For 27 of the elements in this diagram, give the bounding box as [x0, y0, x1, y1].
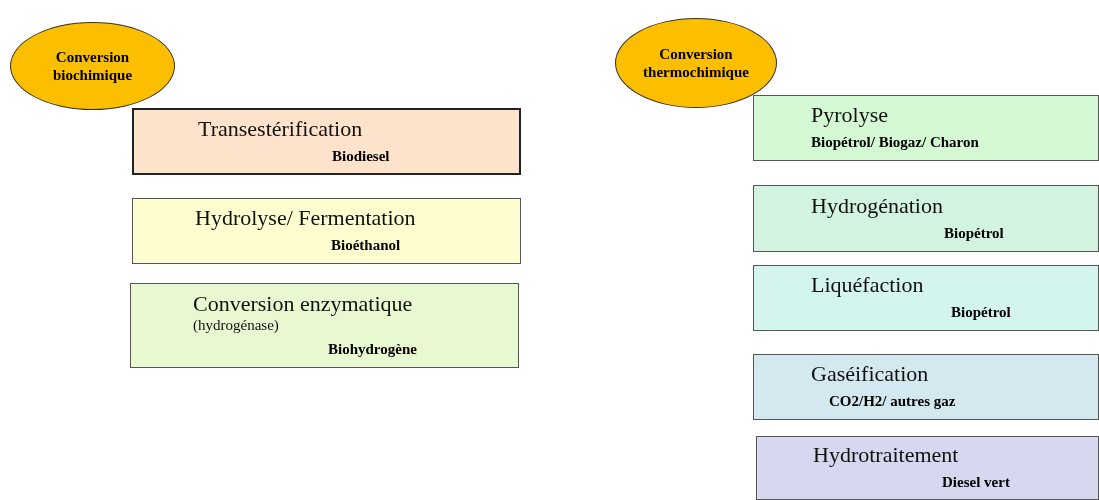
process-title: Hydrotraitement: [813, 443, 959, 468]
process-title: Hydrogénation: [811, 193, 943, 218]
node-label: Conversion biochimique: [51, 48, 134, 84]
product-label: Biopétrol: [944, 223, 1004, 243]
product-label: CO2/H2/ autres gaz: [829, 392, 956, 412]
product-label: Bioéthanol: [331, 236, 401, 256]
process-title: Gaséification: [811, 362, 929, 387]
process-box: [130, 283, 519, 368]
process-title: Conversion enzymatique: [193, 291, 413, 316]
process-box: [753, 95, 1099, 161]
product-label: Biopétrol: [951, 303, 1011, 323]
process-subtitle: (hydrogénase): [193, 315, 279, 334]
process-title: Liquéfaction: [811, 273, 924, 298]
node-label: Conversion thermochimique: [642, 45, 750, 81]
process-box: [132, 198, 521, 264]
process-box: [753, 354, 1099, 420]
process-box: [753, 265, 1099, 331]
process-box: [753, 185, 1099, 252]
process-title: Pyrolyse: [811, 103, 888, 128]
process-title: Hydrolyse/ Fermentation: [195, 206, 416, 231]
product-label: Biohydrogène: [328, 339, 417, 359]
product-label: Biopétrol/ Biogaz/ Charon: [811, 133, 979, 153]
product-label: Diesel vert: [942, 473, 1010, 493]
process-box: [756, 436, 1099, 500]
process-title: Transestérification: [198, 116, 363, 141]
process-box: [132, 108, 521, 175]
product-label: Biodiesel: [332, 146, 390, 166]
